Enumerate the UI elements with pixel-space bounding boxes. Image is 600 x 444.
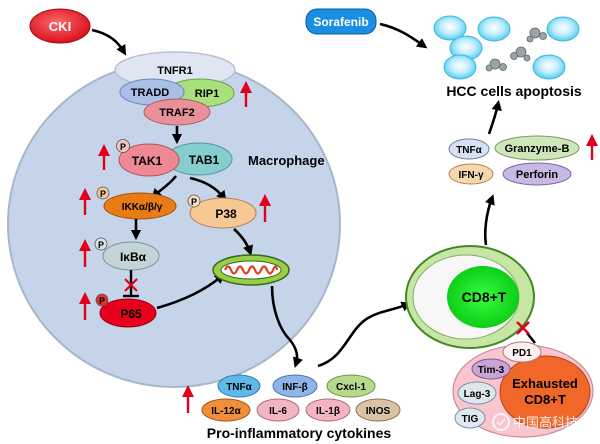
effector-tnfa bbox=[448, 138, 490, 160]
p38-to-mitochondrion-arrow bbox=[233, 228, 253, 256]
rip1-label: RIP1 bbox=[195, 88, 219, 100]
cytokine-il12a bbox=[201, 398, 251, 422]
exhausted-cd8-nucleus bbox=[499, 355, 591, 429]
pd1-receptor bbox=[502, 341, 542, 363]
traf2-node bbox=[143, 98, 211, 126]
cd8-label: CD8+T bbox=[462, 289, 507, 305]
cytokines-title: Pro-inflammatory cytokines bbox=[207, 425, 392, 441]
hcc-cell-icon bbox=[433, 15, 467, 41]
p65-node bbox=[99, 298, 157, 328]
p65-to-mitochondrion-arrow bbox=[156, 273, 226, 310]
ikba-label: IκBα bbox=[120, 250, 147, 264]
cytokine-il6 bbox=[256, 398, 300, 422]
phospho-badge: P bbox=[95, 293, 109, 307]
cytokine-cxcl1-label: Cxcl-1 bbox=[336, 382, 366, 393]
tak1-node bbox=[118, 143, 180, 177]
apoptotic-cell-icon bbox=[485, 58, 507, 72]
tim3-receptor bbox=[471, 358, 511, 380]
macrophage-label: Macrophage bbox=[248, 153, 325, 168]
red-x-icon bbox=[124, 278, 138, 292]
p38-node bbox=[189, 197, 257, 229]
effector-tnfa-label: TNFα bbox=[456, 145, 482, 156]
cki-label: CKI bbox=[49, 19, 71, 34]
p38-label: P38 bbox=[215, 207, 237, 221]
phospho-badge: P bbox=[187, 194, 201, 208]
svg-text:P: P bbox=[191, 197, 197, 207]
hcc-cell-icon bbox=[477, 16, 511, 42]
cytokine-inos bbox=[355, 398, 401, 422]
cytokine-tnfa bbox=[217, 374, 261, 398]
mitochondrion-icon bbox=[212, 254, 290, 286]
tradd-label: TRADD bbox=[131, 87, 170, 99]
tnfr1-label: TNFR1 bbox=[157, 65, 192, 77]
cytokine-il1b bbox=[305, 398, 351, 422]
sorafenib-node bbox=[305, 8, 377, 35]
cytokine-infb bbox=[272, 374, 318, 398]
cytokine-il1b-label: IL-1β bbox=[316, 406, 340, 417]
watermark-text: 中国高科技 bbox=[513, 415, 578, 431]
cd8-to-effectors-arrow bbox=[483, 194, 495, 246]
cytokine-inos-label: INOS bbox=[366, 406, 391, 417]
hcc-cell-icon bbox=[443, 54, 477, 80]
p65-label: P65 bbox=[120, 307, 142, 321]
cytokines-to-cd8-arrow bbox=[317, 301, 412, 368]
mitochondrion-to-cytokines-arrow bbox=[270, 285, 303, 368]
exhausted-label-line2: CD8+T bbox=[524, 392, 566, 407]
pd1-label: PD1 bbox=[512, 348, 532, 359]
tigit-receptor bbox=[454, 407, 486, 429]
traf2-label: TRAF2 bbox=[159, 107, 194, 119]
cytokine-infb-label: INF-β bbox=[282, 382, 308, 393]
cki-to-tnfr1-arrow bbox=[91, 28, 127, 56]
sorafenib-label: Sorafenib bbox=[313, 15, 368, 29]
tab1-label: TAB1 bbox=[189, 153, 220, 167]
phospho-badge: P bbox=[96, 186, 110, 200]
hcc-apoptosis-label: HCC cells apoptosis bbox=[446, 83, 582, 99]
effector-ifng bbox=[448, 163, 494, 185]
effector-perforin-label: Perforin bbox=[516, 169, 558, 181]
sorafenib-to-hcc-arrow bbox=[379, 22, 428, 49]
hcc-cell-icon bbox=[546, 16, 580, 42]
phospho-badge: P bbox=[116, 139, 130, 153]
exhausted-label-line1: Exhausted bbox=[512, 376, 578, 391]
effector-perforin bbox=[502, 162, 572, 186]
svg-text:P: P bbox=[99, 296, 105, 306]
apoptotic-cell-icon bbox=[526, 27, 547, 43]
red-x-icon bbox=[516, 321, 530, 335]
svg-text:P: P bbox=[98, 240, 104, 250]
apoptotic-cell-icon bbox=[510, 46, 531, 62]
effector-granzyme bbox=[494, 135, 580, 161]
cytokine-il6-label: IL-6 bbox=[269, 406, 287, 417]
cytokine-cxcl1 bbox=[326, 374, 376, 398]
ikk-node bbox=[103, 192, 177, 220]
svg-text:P: P bbox=[100, 189, 106, 199]
effector-granzyme-label: Granzyme-B bbox=[505, 143, 570, 155]
cytokine-tnfa-label: TNFα bbox=[226, 382, 252, 393]
phospho-badge: P bbox=[94, 237, 108, 251]
svg-text:P: P bbox=[120, 142, 126, 152]
effector-ifng-label: IFN-γ bbox=[459, 170, 484, 181]
lag3-label: Lag-3 bbox=[464, 389, 491, 400]
tim3-label: Tim-3 bbox=[478, 365, 505, 376]
cd8-nucleus bbox=[447, 266, 519, 328]
ikk-label: IKKα/β/γ bbox=[122, 202, 163, 213]
lag3-receptor bbox=[457, 381, 497, 405]
watermark-logo-icon bbox=[492, 413, 510, 431]
hcc-cell-icon bbox=[532, 54, 566, 80]
tak1-label: TAK1 bbox=[132, 154, 163, 168]
tak1-to-p38-arrow bbox=[189, 176, 227, 202]
cytokine-il12a-label: IL-12α bbox=[211, 406, 241, 417]
cki-node bbox=[29, 8, 91, 44]
effectors-to-apoptosis-arrow bbox=[487, 99, 502, 135]
tigit-label: TIG bbox=[462, 414, 479, 425]
